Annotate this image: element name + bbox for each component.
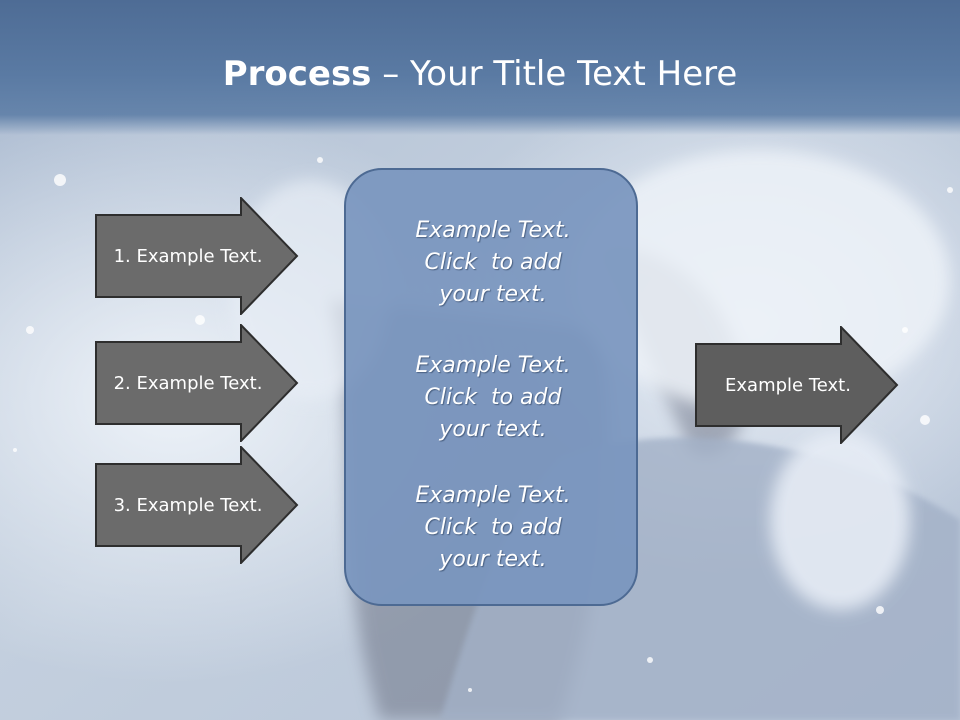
right-arrow-shape — [95, 444, 299, 566]
right-arrow-shape — [695, 324, 899, 446]
center-paragraph-2: Example Text. Click to add your text. — [415, 353, 571, 442]
slide-title[interactable]: Process – Your Title Text Here — [0, 50, 960, 98]
step-arrow-3[interactable]: 3. Example Text. — [95, 444, 299, 566]
step-label-2: 2. Example Text. — [113, 372, 263, 394]
step-label-1: 1. Example Text. — [113, 245, 263, 267]
center-paragraph-1: Example Text. Click to add your text. — [415, 218, 571, 307]
center-paragraph-3: Example Text. Click to add your text. — [415, 483, 571, 572]
center-text-box[interactable]: Example Text. Click to add your text. Ex… — [344, 168, 638, 606]
output-label: Example Text. — [725, 374, 851, 396]
output-arrow[interactable]: Example Text. — [695, 324, 899, 446]
step-arrow-1[interactable]: 1. Example Text. — [95, 195, 299, 317]
step-label-3: 3. Example Text. — [113, 494, 263, 516]
title-bold-part: Process — [222, 54, 372, 94]
title-bar — [0, 0, 960, 135]
right-arrow-shape — [95, 322, 299, 444]
title-rest-part: – Your Title Text Here — [371, 54, 738, 94]
right-arrow-shape — [95, 195, 299, 317]
step-arrow-2[interactable]: 2. Example Text. — [95, 322, 299, 444]
